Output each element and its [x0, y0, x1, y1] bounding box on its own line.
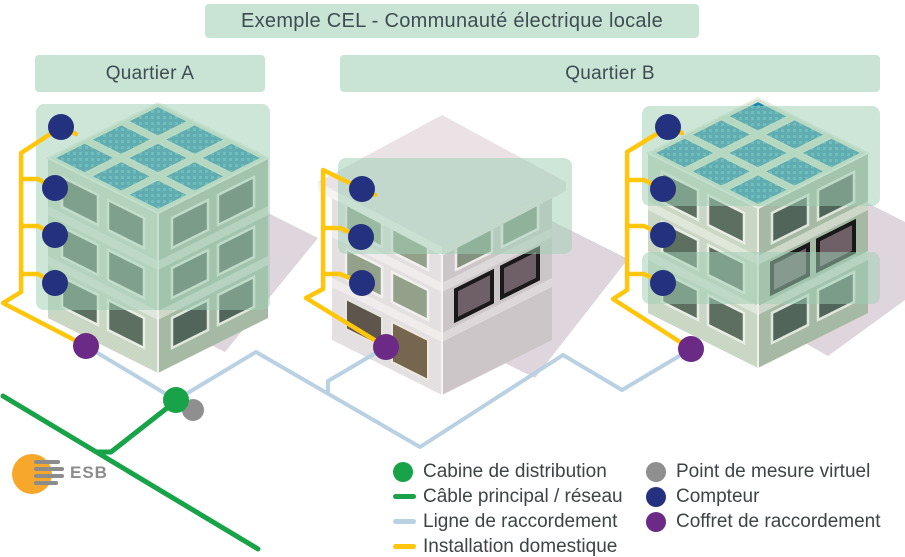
legend-item-coffret: Coffret de raccordement [646, 509, 881, 534]
connection-box-dot [373, 334, 399, 360]
legend-item-compteur: Compteur [646, 484, 881, 509]
connection-box-dots [73, 333, 704, 362]
title-text: Exemple CEL - Communauté électrique loca… [240, 9, 664, 32]
meter-dot [349, 176, 375, 202]
legend-label: Point de mesure virtuel [676, 460, 871, 482]
meter-dot [42, 222, 68, 248]
meter-dot [650, 176, 676, 202]
meter-dot [42, 270, 68, 296]
meter-dots [42, 114, 681, 296]
quartier-a-banner: Quartier A [35, 55, 265, 92]
meter-dot [650, 270, 676, 296]
quartier-a-label: Quartier A [105, 62, 195, 84]
esb-logo-bar [34, 460, 60, 464]
legend-item-ligne-raccordement: Ligne de raccordement [393, 509, 623, 534]
legend-label: Installation domestique [423, 535, 618, 557]
esb-logo-text: ESB [70, 463, 108, 482]
page-title: Exemple CEL - Communauté électrique loca… [205, 4, 699, 38]
connection-line-middle [326, 345, 388, 393]
quartier-b-banner: Quartier B [340, 55, 880, 92]
meter-dot [48, 114, 74, 140]
meter-dot [348, 224, 374, 250]
meter-dot [650, 222, 676, 248]
legend-right-column: Point de mesure virtuel Compteur Coffret… [646, 459, 881, 534]
connection-box-dot [678, 336, 704, 362]
legend-label: Coffret de raccordement [676, 510, 881, 532]
main-cable-branch [94, 398, 179, 455]
gray-dot-icon [646, 461, 666, 482]
green-dot-icon [393, 461, 413, 482]
yellow-line-icon [393, 544, 416, 549]
legend-label: Compteur [676, 485, 760, 507]
community-overlay-middle [338, 158, 572, 254]
community-overlay-a [36, 104, 270, 310]
esb-logo-bar [34, 481, 58, 485]
esb-logo-bar [34, 467, 64, 471]
legend-item-cable-principal: Câble principal / réseau [393, 484, 623, 509]
purple-dot-icon [646, 511, 666, 532]
legend-item-installation-domestique: Installation domestique [393, 534, 623, 557]
legend-label: Cabine de distribution [423, 460, 607, 482]
legend-item-cabine: Cabine de distribution [393, 459, 623, 484]
legend-left-column: Cabine de distribution Câble principal /… [393, 459, 623, 557]
meter-dot [42, 175, 68, 201]
legend-item-point-mesure: Point de mesure virtuel [646, 459, 881, 484]
legend-label: Câble principal / réseau [423, 485, 623, 507]
meter-dot [655, 114, 681, 140]
community-overlay-b-bottom [642, 252, 880, 304]
distribution-cabin-dot [163, 387, 189, 413]
quartier-b-label: Quartier B [565, 62, 655, 84]
blue-line-icon [393, 519, 416, 524]
esb-logo-bar [34, 474, 64, 478]
main-cable [0, 393, 261, 552]
esb-logo: ESB [12, 452, 122, 498]
meter-dot [349, 270, 375, 296]
green-line-icon [393, 494, 416, 499]
legend-label: Ligne de raccordement [423, 510, 618, 532]
connection-box-dot [73, 333, 99, 359]
community-overlay-b-top [642, 106, 880, 206]
navy-dot-icon [646, 486, 666, 507]
